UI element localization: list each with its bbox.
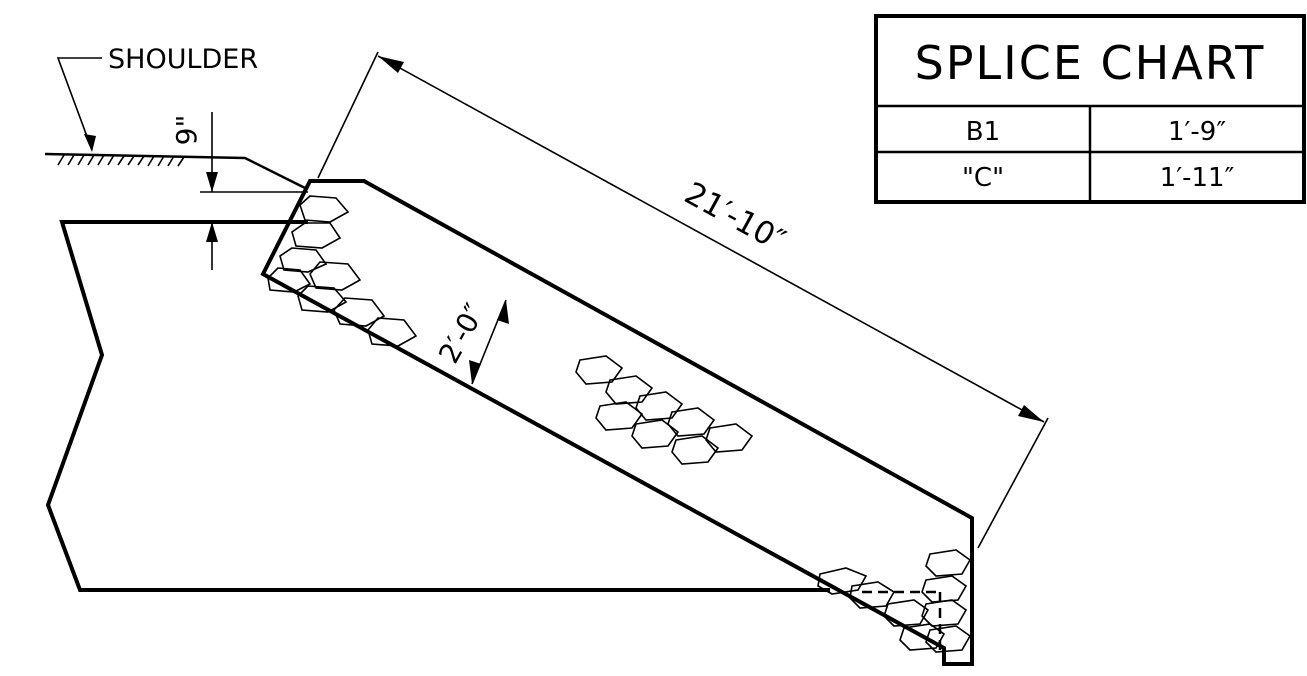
shoulder-label: SHOULDER [108, 44, 258, 75]
splice-row-2-bar: "C" [962, 163, 1004, 193]
toe-hidden-lines [862, 590, 942, 650]
splice-row-2-length: 1′-11″ [1160, 163, 1235, 193]
ground-surface [44, 152, 306, 190]
splice-chart: SPLICE CHART B1 1′-9″ "C" 1′-11″ [874, 14, 1306, 204]
depth-dim-label: 9" [170, 115, 203, 146]
slope-length-dimension: 21′-10″ [317, 51, 1049, 549]
splice-row-1-length: 1′-9″ [1168, 117, 1226, 147]
riprap-stones [267, 195, 972, 653]
shoulder-leader: SHOULDER [56, 44, 258, 152]
sloped-slab [260, 179, 974, 666]
splice-chart-title: SPLICE CHART [915, 36, 1266, 90]
splice-row-1-bar: B1 [966, 117, 1000, 147]
slope-length-label: 21′-10″ [679, 175, 792, 259]
excavation-outline [45, 220, 830, 592]
depth-dimension: 9" [170, 112, 308, 270]
